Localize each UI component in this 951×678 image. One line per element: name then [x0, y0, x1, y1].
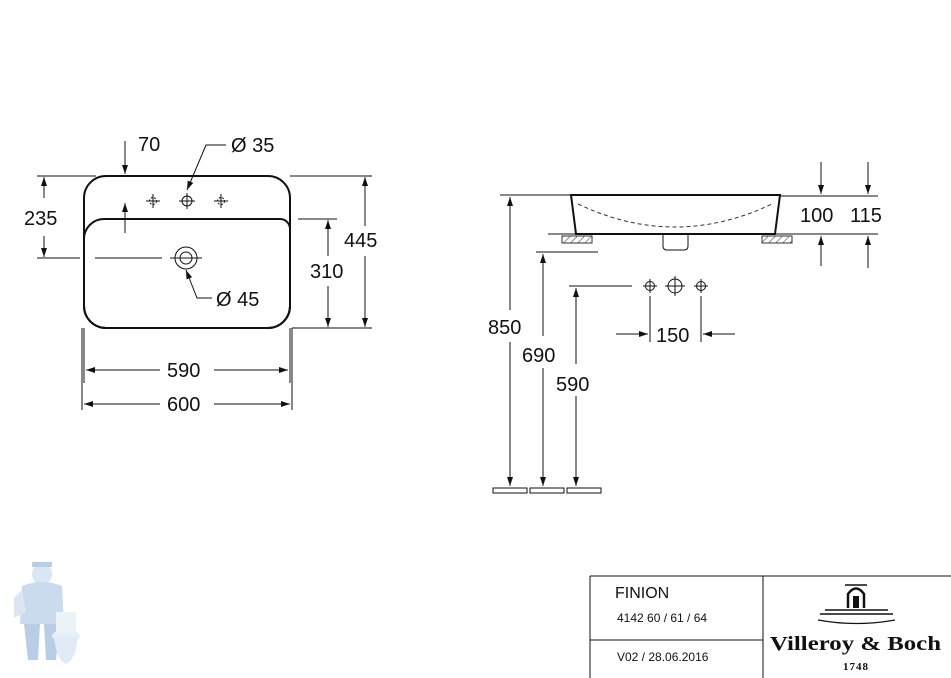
- drain-icon: [95, 246, 202, 270]
- floor-mark-3: [566, 487, 602, 494]
- basin-inner-profile: [577, 203, 773, 228]
- dim-100: 100: [800, 205, 833, 227]
- brand-year: 1748: [843, 661, 869, 673]
- plumber-mascot-icon: [14, 562, 80, 664]
- wall-tap-left-icon: [643, 279, 657, 293]
- basin-bowl: [83, 218, 291, 329]
- villeroy-boch-logo-icon: [817, 584, 896, 625]
- basin-profile: [569, 194, 782, 235]
- dim-590-side: 590: [556, 374, 589, 396]
- tap-hole-right-icon: [214, 194, 228, 208]
- dim-dia-35: Ø 35: [231, 135, 274, 157]
- counter-hatch-left: [561, 235, 593, 244]
- wall-tap-holes: [643, 276, 708, 296]
- dim-850: 850: [488, 317, 521, 339]
- dim-600: 600: [167, 394, 200, 416]
- wall-tap-right-icon: [694, 279, 708, 293]
- wall-tap-center-icon: [665, 276, 685, 296]
- version-date: V02 / 28.06.2016: [617, 650, 709, 664]
- tap-holes: [146, 193, 228, 209]
- article-numbers: 4142 60 / 61 / 64: [617, 611, 707, 625]
- title-block: FINION 4142 60 / 61 / 64 V02 / 28.06.201…: [589, 575, 951, 678]
- tap-hole-left-icon: [146, 194, 160, 208]
- dim-310: 310: [310, 261, 343, 283]
- dim-590-top: 590: [167, 360, 200, 382]
- drain-spout: [662, 234, 689, 251]
- dim-150: 150: [656, 325, 689, 347]
- dim-445: 445: [344, 230, 377, 252]
- dim-115: 115: [850, 205, 882, 227]
- dim-dia-45: Ø 45: [216, 289, 259, 311]
- product-name: FINION: [615, 585, 669, 602]
- dim-235: 235: [24, 208, 57, 230]
- counter-hatch-right: [761, 235, 793, 244]
- brand-name: Villeroy & Boch: [770, 633, 941, 655]
- dim-70: 70: [138, 134, 160, 156]
- side-view: 100 115 850 690 590: [488, 162, 882, 494]
- tap-hole-center-icon: [179, 193, 195, 209]
- dim-690: 690: [522, 345, 555, 367]
- top-view: 70 Ø 35 235 445 310 Ø 45 590: [24, 134, 377, 416]
- floor-mark-2: [529, 487, 565, 494]
- floor-mark-1: [492, 487, 528, 494]
